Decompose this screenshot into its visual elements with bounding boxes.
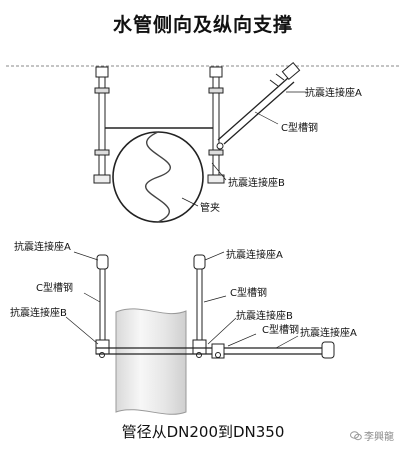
right-hanger	[207, 66, 225, 184]
label-bot-seat-b-left: 抗震连接座B	[10, 306, 67, 319]
page-title: 水管侧向及纵向支撑	[112, 14, 293, 36]
label-bot-channel-diag: C型槽钢	[262, 323, 299, 336]
label-top-seat-a: 抗震连接座A	[305, 86, 362, 99]
watermark-text: 李興龍	[364, 432, 394, 443]
right-post	[192, 254, 207, 358]
label-bot-seat-a-right: 抗震连接座A	[226, 248, 283, 261]
label-top-clamp: 管夹	[200, 201, 220, 214]
diagram-caption: 管径从DN200到DN350	[121, 423, 285, 441]
left-post	[95, 254, 110, 358]
left-hanger	[93, 66, 111, 184]
label-bot-seat-a-left: 抗震连接座A	[14, 240, 71, 253]
label-bot-seat-b-right: 抗震连接座B	[236, 309, 293, 322]
wechat-icon	[350, 431, 362, 441]
label-bot-channel-right: C型槽钢	[230, 286, 267, 299]
label-top-seat-b: 抗震连接座B	[228, 176, 285, 189]
label-bot-seat-a-diag: 抗震连接座A	[300, 326, 357, 339]
pipe-section	[112, 131, 204, 223]
diagonal-brace	[216, 61, 301, 150]
bottom-section-view	[65, 251, 335, 415]
label-top-channel: C型槽钢	[281, 121, 318, 134]
watermark: 李興龍	[350, 428, 394, 443]
label-bot-channel-left: C型槽钢	[36, 281, 73, 294]
pipe-longitudinal	[115, 308, 187, 415]
top-section-view	[6, 61, 400, 223]
